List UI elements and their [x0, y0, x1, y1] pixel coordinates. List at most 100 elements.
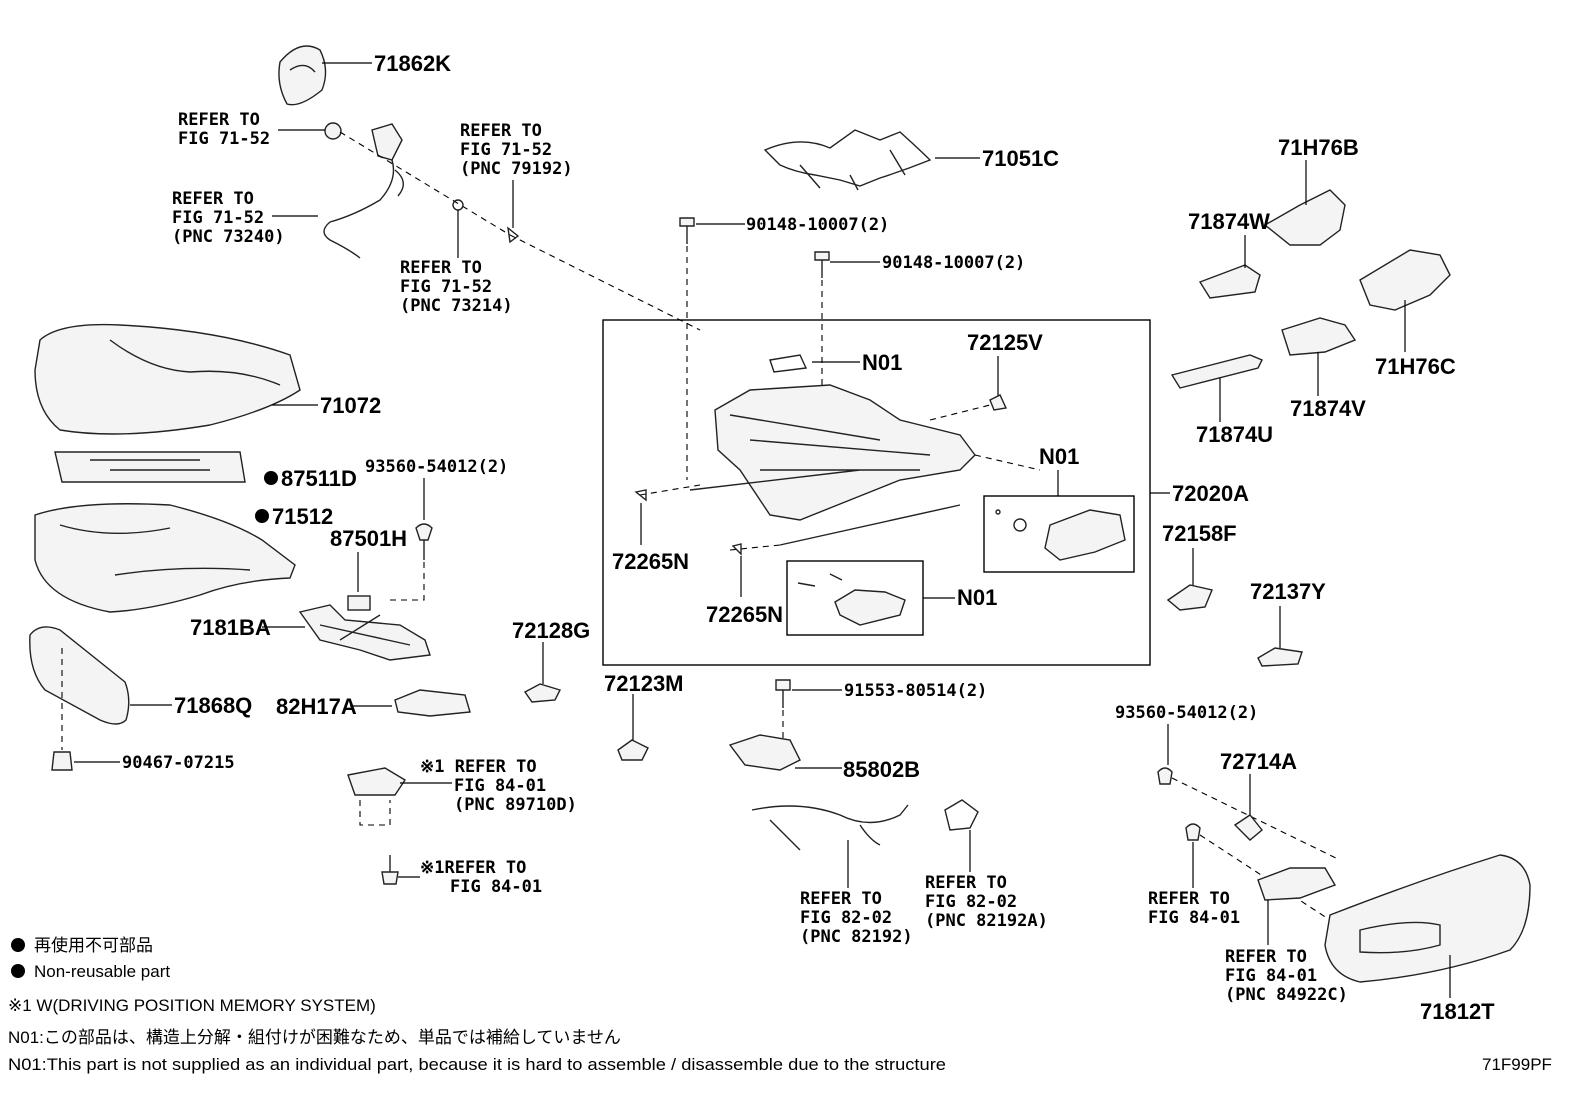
headrest-cover-part: [278, 45, 327, 106]
cover-clip-part-72123M: [617, 739, 649, 761]
svg-text:(PNC 89710D): (PNC 89710D): [454, 795, 577, 815]
refer-r6: ※1REFER TO FIG 84-01: [420, 858, 542, 897]
svg-text:FIG 84-01: FIG 84-01: [1148, 908, 1240, 928]
refer-r1: REFER TO FIG 71-52: [178, 110, 270, 149]
refer-r5: ※1 REFER TO FIG 84-01 (PNC 89710D): [420, 757, 577, 815]
label-72123M: 72123M: [604, 671, 684, 696]
svg-text:FIG 84-01: FIG 84-01: [450, 877, 542, 897]
label-bolt-93560-b: 93560-54012(2): [1115, 703, 1258, 723]
label-85802B: 85802B: [843, 757, 920, 782]
label-72265N-a: 72265N: [612, 549, 689, 574]
legend-en-nonreusable: Non-reusable part: [34, 962, 170, 981]
svg-text:FIG 84-01: FIG 84-01: [454, 776, 546, 796]
seat-frame-bracket-part: [298, 604, 431, 661]
svg-text:REFER TO: REFER TO: [400, 258, 482, 278]
memory-ecu-part: [347, 767, 406, 796]
label-72020A: 72020A: [1172, 481, 1249, 506]
svg-text:FIG 82-02: FIG 82-02: [925, 892, 1017, 912]
legend-n01-en: N01:This part is not supplied as an indi…: [8, 1055, 946, 1074]
bracket-part-71H76B: [1263, 189, 1346, 246]
side-cover-part: [29, 626, 130, 725]
side-shield-part-71812T: [1324, 854, 1531, 983]
label-71H76C: 71H76C: [1375, 354, 1456, 379]
label-71874W: 71874W: [1188, 209, 1270, 234]
bracket-part-71874V: [1281, 317, 1357, 356]
bolt-part-b: [814, 251, 830, 278]
label-71812T: 71812T: [1420, 999, 1495, 1024]
clip-part-72158F: [1166, 584, 1213, 611]
bullet-icon-b: [11, 964, 25, 978]
label-72128G: 72128G: [512, 618, 590, 643]
svg-text:(PNC 82192A): (PNC 82192A): [925, 911, 1048, 931]
label-n01-b: N01: [1039, 444, 1079, 469]
connector-part: [394, 689, 471, 717]
refer-r9: REFER TO FIG 84-01: [1148, 889, 1240, 928]
svg-text:FIG 71-52: FIG 71-52: [178, 129, 270, 149]
bracket-part-71874W: [1198, 264, 1261, 299]
refer-r8: REFER TO FIG 82-02 (PNC 82192A): [925, 873, 1048, 931]
svg-text:※1 REFER TO: ※1 REFER TO: [420, 757, 537, 777]
svg-text:(PNC 84922C): (PNC 84922C): [1225, 985, 1348, 1005]
label-71512: 71512: [272, 504, 333, 529]
svg-text:FIG 84-01: FIG 84-01: [1225, 966, 1317, 986]
screw-part-a: [415, 523, 433, 560]
label-72125V: 72125V: [967, 330, 1043, 355]
label-71H76B: 71H76B: [1278, 135, 1359, 160]
seat-cushion-pad-part: [34, 503, 296, 613]
svg-text:REFER TO: REFER TO: [800, 889, 882, 909]
svg-text:※1REFER TO: ※1REFER TO: [420, 858, 526, 878]
label-72265N-b: 72265N: [706, 602, 783, 627]
label-87511D: 87511D: [281, 466, 357, 491]
clip-part-72137Y: [1257, 647, 1303, 667]
bolt-part-c: [775, 679, 791, 708]
label-bolt-91553: 91553-80514(2): [844, 681, 987, 701]
screw-part-b: [381, 855, 399, 885]
seat-adjuster-frame-part: [689, 354, 976, 546]
svg-text:REFER TO: REFER TO: [1148, 889, 1230, 909]
motor-box-a: [983, 495, 1135, 573]
label-72137Y: 72137Y: [1250, 579, 1326, 604]
label-clip-90467: 90467-07215: [122, 753, 235, 773]
seat-motor-part-b: [797, 573, 906, 626]
svg-text:(PNC 82192): (PNC 82192): [800, 927, 913, 947]
svg-text:REFER TO: REFER TO: [1225, 947, 1307, 967]
rail-part-71874U: [1170, 354, 1263, 389]
label-bolt-90148-b: 90148-10007(2): [882, 253, 1025, 273]
label-72158F: 72158F: [1162, 521, 1237, 546]
refer-r2: REFER TO FIG 71-52 (PNC 79192): [460, 121, 573, 179]
label-71874U: 71874U: [1196, 422, 1273, 447]
bullet-icon-a: [11, 938, 25, 952]
bracket-part-71H76C: [1359, 249, 1451, 311]
figure-code: 71F99PF: [1482, 1055, 1552, 1074]
svg-text:REFER TO: REFER TO: [178, 110, 260, 130]
svg-text:(PNC 79192): (PNC 79192): [460, 159, 573, 179]
label-71874V: 71874V: [1290, 396, 1366, 421]
screw-part-c: [1157, 767, 1173, 785]
label-bolt-90148-a: 90148-10007(2): [746, 215, 889, 235]
label-71862K: 71862K: [374, 51, 451, 76]
screw-part-d: [1185, 823, 1201, 841]
heater-sheet-part: [54, 451, 246, 483]
svg-text:REFER TO: REFER TO: [460, 121, 542, 141]
bracket-part-72714A: [1233, 814, 1263, 841]
switch-base-part: [1257, 867, 1337, 901]
svg-text:REFER TO: REFER TO: [172, 189, 254, 209]
refer-r4: REFER TO FIG 71-52 (PNC 73214): [400, 258, 513, 316]
seat-cushion-cover-part: [34, 323, 301, 435]
wire-harness-part-82192A: [944, 799, 979, 831]
svg-text:FIG 82-02: FIG 82-02: [800, 908, 892, 928]
clip-part: [51, 751, 73, 771]
seat-belt-buckle-part: [323, 122, 404, 259]
wire-harness-part: [763, 129, 932, 191]
refer-r7: REFER TO FIG 82-02 (PNC 82192): [800, 889, 913, 947]
bolt-part-a: [679, 217, 695, 244]
svg-text:(PNC 73214): (PNC 73214): [400, 296, 513, 316]
legend-n01-jp: N01:この部品は、構造上分解・組付けが困難なため、単品では補給していません: [8, 1028, 621, 1047]
label-7181BA: 7181BA: [190, 615, 271, 640]
refer-r10: REFER TO FIG 84-01 (PNC 84922C): [1225, 947, 1348, 1005]
label-n01-c: N01: [957, 585, 997, 610]
label-87501H: 87501H: [330, 526, 407, 551]
svg-text:FIG 71-52: FIG 71-52: [400, 277, 492, 297]
cover-clip-part-72128G: [523, 683, 561, 703]
svg-text:FIG 71-52: FIG 71-52: [460, 140, 552, 160]
